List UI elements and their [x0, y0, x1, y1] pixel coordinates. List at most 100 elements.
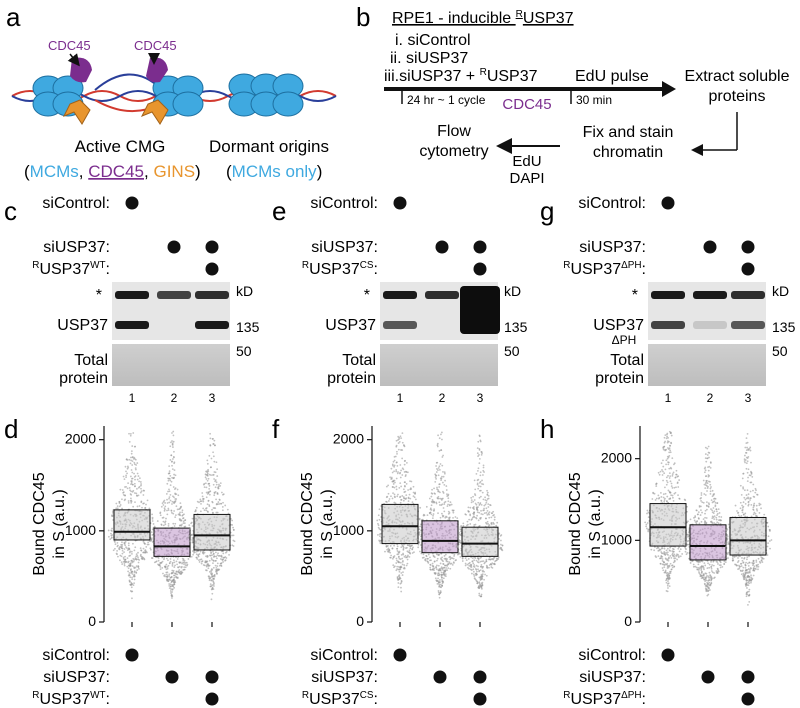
data-point	[174, 564, 176, 567]
data-point	[122, 556, 125, 559]
data-point	[667, 566, 670, 569]
data-point	[191, 538, 194, 541]
data-point	[441, 464, 444, 467]
data-point	[385, 485, 388, 488]
data-point	[705, 590, 708, 593]
data-point	[741, 477, 744, 480]
data-point	[123, 551, 125, 554]
data-point	[711, 522, 714, 525]
data-point	[172, 477, 175, 480]
data-point	[390, 467, 393, 470]
data-point	[659, 562, 662, 565]
data-point	[441, 576, 443, 579]
data-point	[485, 517, 487, 520]
data-point	[377, 522, 379, 525]
data-point	[475, 559, 478, 562]
data-point	[176, 563, 178, 566]
data-point	[398, 486, 401, 489]
data-point	[122, 491, 125, 494]
data-point	[131, 464, 134, 466]
data-point	[438, 583, 441, 586]
data-point	[218, 483, 220, 486]
data-point	[171, 588, 174, 591]
data-point	[666, 590, 669, 593]
data-point	[138, 567, 140, 570]
y-tick-label: 0	[88, 613, 96, 629]
data-point	[403, 444, 406, 447]
data-point	[205, 486, 208, 489]
data-point	[170, 592, 172, 594]
data-point	[217, 555, 220, 557]
data-point	[393, 495, 396, 498]
data-point	[734, 504, 737, 507]
data-point	[661, 559, 664, 562]
data-point	[407, 544, 410, 547]
dot-siusp37	[473, 240, 487, 254]
lane-number: 2	[439, 391, 446, 405]
data-point	[118, 546, 121, 549]
data-point	[488, 513, 491, 516]
data-point	[212, 451, 214, 454]
data-point	[128, 487, 131, 489]
data-point	[478, 587, 481, 589]
data-point	[705, 501, 708, 504]
data-point	[478, 457, 481, 460]
data-point	[392, 483, 395, 485]
time-24hr: 24 hr ~ 1 cycle	[407, 93, 486, 107]
data-point	[707, 469, 710, 472]
data-point	[716, 502, 719, 505]
data-point	[481, 567, 484, 569]
data-point	[476, 570, 478, 573]
data-point	[645, 523, 648, 526]
data-point	[172, 522, 175, 525]
data-point	[705, 572, 708, 575]
data-point	[689, 562, 692, 564]
data-point	[726, 535, 729, 538]
data-point	[644, 521, 647, 524]
data-point	[727, 543, 730, 546]
data-point	[486, 498, 489, 500]
data-point	[137, 475, 140, 477]
data-point	[170, 588, 172, 590]
data-point	[669, 449, 672, 452]
data-point	[744, 502, 747, 505]
data-point	[755, 508, 758, 511]
data-point	[167, 490, 169, 493]
band-usp37-lane	[651, 321, 685, 329]
data-point	[483, 504, 486, 507]
row-siusp37-label: siUSP37:	[311, 239, 378, 256]
data-point	[672, 548, 675, 551]
data-point	[166, 502, 169, 504]
data-point	[168, 587, 171, 590]
data-point	[206, 563, 209, 566]
lane-number: 3	[209, 391, 216, 405]
data-point	[750, 574, 752, 577]
data-point	[399, 476, 402, 479]
data-point	[172, 430, 175, 433]
data-point	[712, 560, 715, 563]
data-point	[412, 485, 415, 488]
data-point	[666, 575, 669, 577]
data-point	[676, 558, 678, 561]
data-point	[724, 561, 727, 564]
data-point	[441, 574, 443, 576]
data-point	[173, 576, 176, 579]
data-point	[707, 587, 710, 589]
data-point	[396, 547, 398, 550]
data-point	[444, 558, 447, 560]
data-point	[467, 509, 470, 512]
data-point	[203, 551, 206, 554]
kd-label: kD	[504, 283, 521, 299]
data-point	[420, 529, 422, 532]
data-point	[191, 517, 194, 520]
data-point	[471, 560, 474, 563]
data-point	[472, 495, 474, 498]
data-point	[411, 552, 414, 554]
data-point	[160, 505, 163, 508]
data-point	[172, 486, 175, 488]
data-point	[151, 520, 154, 522]
fix-line1: Fix and stain	[583, 124, 674, 141]
data-point	[404, 490, 407, 493]
data-point	[213, 555, 216, 558]
